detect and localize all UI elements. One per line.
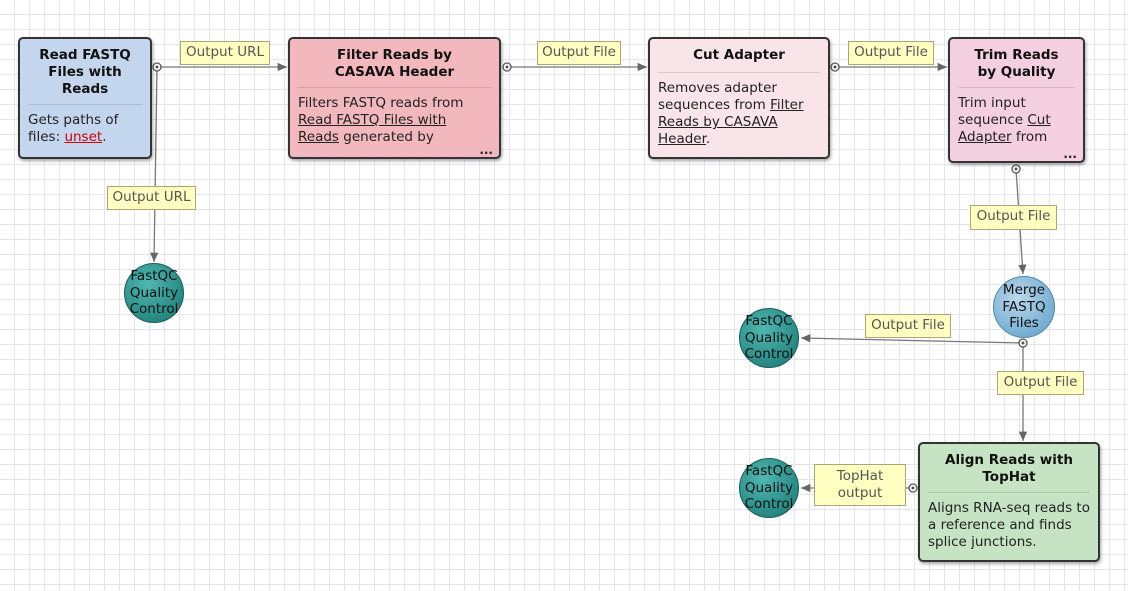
edge-label-trim-to-merge[interactable]: Output File (970, 205, 1057, 230)
node-align-reads-tophat[interactable]: Align Reads with TopHat Aligns RNA-seq r… (918, 442, 1100, 562)
node-title: Align Reads with TopHat (928, 444, 1090, 493)
node-label: FastQC Quality Control (744, 463, 794, 513)
edge-label-cut-to-trim[interactable]: Output File (848, 41, 934, 65)
ref-link[interactable]: Filter Reads by CASAVA Header (658, 97, 804, 147)
edge-label-read-to-filter[interactable]: Output URL (180, 41, 270, 65)
edge-read-to-fastqc[interactable] (149, 66, 159, 263)
node-merge-fastq-files[interactable]: Merge FASTQ Files (993, 276, 1055, 338)
node-title: Cut Adapter (658, 39, 820, 73)
edge-label-filter-to-cut[interactable]: Output File (537, 41, 621, 65)
ref-link[interactable]: Read FASTQ Files with Reads (298, 112, 447, 145)
node-description: Trim input sequence Cut Adapter from (958, 95, 1051, 145)
node-title: Filter Reads by CASAVA Header (298, 39, 491, 88)
node-label: FastQC Quality Control (129, 268, 179, 318)
edge-merge-to-fastqc[interactable] (800, 334, 1024, 344)
node-description: Filters FASTQ reads from Read FASTQ File… (298, 95, 464, 145)
node-fastqc-1[interactable]: FastQC Quality Control (124, 263, 184, 323)
more-indicator[interactable]: ... (1063, 147, 1077, 161)
edge-label-merge-to-fastqc[interactable]: Output File (865, 314, 951, 338)
node-description: Gets paths of files: unset. (28, 112, 119, 145)
node-description: Aligns RNA-seq reads to a reference and … (928, 500, 1090, 550)
unset-link[interactable]: unset (64, 129, 103, 145)
node-label: Merge FASTQ Files (1002, 282, 1046, 332)
node-fastqc-2[interactable]: FastQC Quality Control (739, 308, 799, 368)
node-description: Removes adapter sequences from Filter Re… (658, 80, 804, 147)
node-cut-adapter[interactable]: Cut Adapter Removes adapter sequences fr… (648, 37, 830, 159)
edge-label-merge-to-align[interactable]: Output File (997, 371, 1084, 395)
edge-label-align-to-fastqc[interactable]: TopHat output (814, 464, 906, 506)
node-title: Trim Reads by Quality (958, 39, 1075, 88)
node-read-fastq-files[interactable]: Read FASTQ Files with Reads Gets paths o… (18, 37, 152, 159)
node-trim-reads[interactable]: Trim Reads by Quality Trim input sequenc… (948, 37, 1085, 163)
more-indicator[interactable]: ... (479, 143, 493, 157)
node-filter-reads[interactable]: Filter Reads by CASAVA Header Filters FA… (288, 37, 501, 159)
edge-label-read-to-fastqc[interactable]: Output URL (107, 186, 196, 210)
node-title: Read FASTQ Files with Reads (28, 39, 142, 105)
node-fastqc-3[interactable]: FastQC Quality Control (739, 458, 799, 518)
node-label: FastQC Quality Control (744, 313, 794, 363)
ref-link[interactable]: Cut Adapter (958, 112, 1051, 145)
